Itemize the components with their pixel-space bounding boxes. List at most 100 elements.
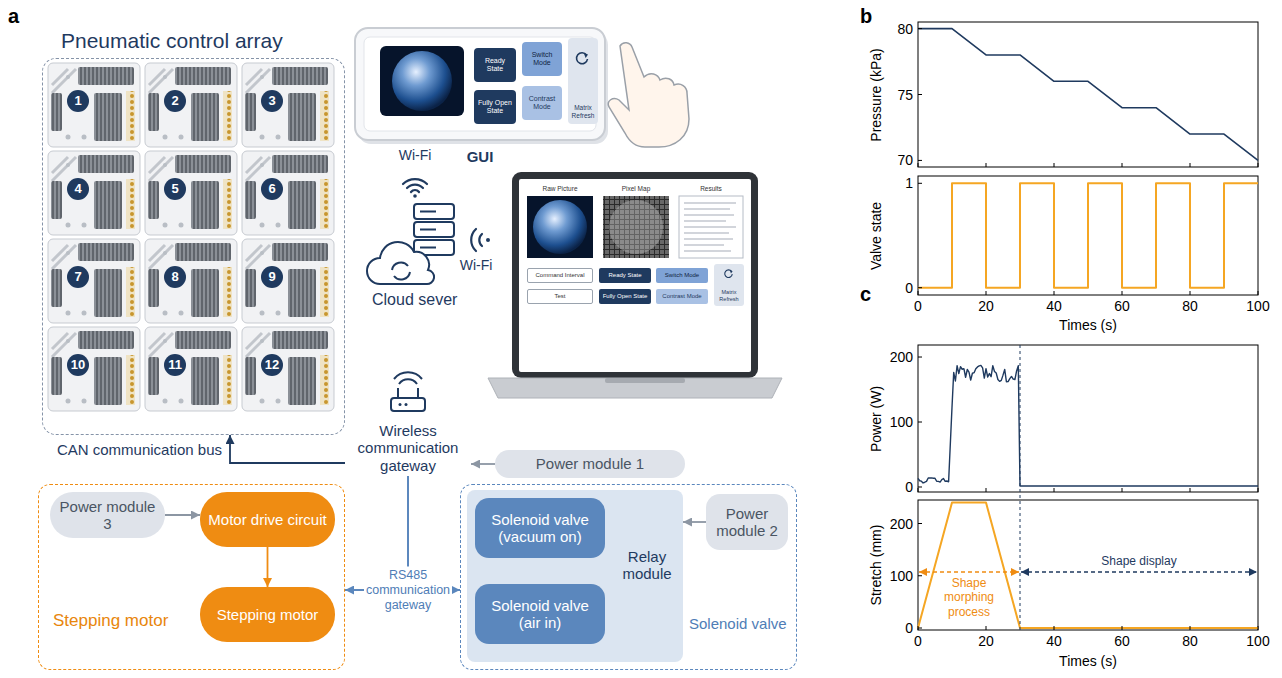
tick-mark	[918, 94, 922, 95]
node-text: Fully Open State	[603, 293, 648, 300]
module-array	[145, 239, 237, 323]
callout-number: 8	[164, 266, 186, 288]
tick-mark	[1258, 488, 1259, 492]
panel-heading: Pixel Map	[622, 185, 651, 193]
bus-label: RS485 communication gateway	[364, 567, 452, 614]
hand-icon	[608, 43, 689, 147]
callout-number: 6	[261, 178, 283, 200]
wifi-icon	[471, 229, 490, 251]
tick-mark	[918, 626, 919, 630]
laptop	[609, 200, 663, 254]
valve-pill: Solenoid valve (air in)	[475, 584, 605, 644]
chart	[918, 22, 1258, 630]
region-heading: Stepping motor	[53, 611, 203, 631]
node-text: Solenoid valve (vacuum on)	[481, 511, 599, 546]
tick-mark	[918, 291, 919, 295]
tick-label: 0	[914, 633, 922, 650]
tablet	[358, 32, 608, 144]
cloud-server-icon	[392, 262, 410, 279]
tick-mark	[1258, 626, 1259, 630]
node-text: Test	[554, 293, 565, 300]
tablet	[355, 28, 608, 144]
module-array	[48, 239, 140, 323]
dashed-region: Pneumatic control array	[42, 58, 345, 435]
tick-mark	[1054, 291, 1055, 295]
tick-mark	[1122, 163, 1123, 167]
tablet	[355, 28, 605, 140]
node-text: Fully Open State	[476, 99, 514, 115]
power-module: Power module 2	[706, 494, 788, 550]
tick-mark	[986, 626, 987, 630]
axes-frame	[918, 345, 1258, 492]
tick-mark	[986, 163, 987, 167]
wifi-icon	[403, 179, 427, 192]
gui-button: Switch Mode	[656, 268, 708, 283]
cloud-server-icon	[367, 204, 454, 284]
node-text: Motor drive circuit	[208, 511, 326, 528]
tick-label: 100	[890, 414, 913, 431]
cloud-server-icon	[420, 212, 436, 248]
tick-label: 0	[905, 479, 913, 496]
wifi-icon	[403, 179, 427, 198]
axis-title: Pressure (kPa)	[868, 48, 885, 141]
divider-line	[1020, 345, 1021, 630]
axes-frame	[918, 176, 1258, 295]
gui-button: Ready State	[474, 48, 516, 82]
tick-mark	[1258, 291, 1259, 295]
laptop	[527, 196, 593, 258]
region-heading: GUI	[355, 148, 605, 165]
tick-mark	[1122, 488, 1123, 492]
node-text: Switch Mode	[524, 51, 560, 67]
laptop	[488, 378, 782, 398]
tick-mark	[918, 163, 919, 167]
laptop	[684, 203, 736, 251]
router-icon	[394, 372, 422, 384]
wifi-label: Wi-Fi	[399, 147, 432, 164]
laptop	[605, 378, 685, 383]
process-pill: Motor drive circuit	[200, 492, 335, 547]
module-array	[145, 63, 237, 147]
wifi-label: Wi-Fi	[460, 257, 493, 274]
module-array	[242, 151, 334, 235]
router-icon	[398, 388, 418, 398]
node-text: Power module 1	[536, 455, 644, 472]
router-icon	[391, 398, 425, 411]
router-icon	[399, 403, 402, 406]
tick-label: 80	[897, 20, 913, 37]
module-array	[48, 151, 140, 235]
data-curve	[918, 183, 1258, 287]
node-text: Wireless communication gateway	[345, 422, 471, 474]
callout-number: 1	[67, 90, 89, 112]
connector-arrow	[230, 435, 345, 463]
node-text: Matrix Refresh	[715, 289, 743, 302]
tick-mark	[918, 422, 922, 423]
tick-mark	[1122, 626, 1123, 630]
callout-number: 7	[67, 266, 89, 288]
tick-label: 40	[1046, 633, 1062, 650]
tick-label: 0	[905, 279, 913, 296]
region-heading: Solenoid valve	[689, 615, 789, 632]
gui-button: Contrast Mode	[522, 86, 562, 120]
refresh-icon	[574, 50, 590, 66]
gui-button: Fully Open State	[599, 289, 651, 304]
node-text: Contrast Mode	[524, 95, 560, 111]
process-pill: Stepping motor	[200, 587, 335, 642]
tick-mark	[1054, 163, 1055, 167]
tick-label: 40	[1046, 298, 1062, 315]
node-text: Power module 2	[710, 505, 784, 540]
callout-number: 12	[261, 354, 283, 376]
laptop	[533, 200, 587, 254]
data-curve	[918, 503, 1258, 628]
gui-button: Fully Open State	[474, 90, 516, 124]
laptop	[488, 172, 782, 398]
wifi-icon	[486, 238, 490, 242]
tick-mark	[1190, 291, 1191, 295]
tick-label: 20	[978, 633, 994, 650]
connector-arrow	[165, 514, 200, 516]
laptop	[512, 172, 758, 378]
laptop	[603, 196, 669, 258]
tick-mark	[1054, 626, 1055, 630]
power-module: Power module 3	[50, 492, 165, 538]
tick-mark	[918, 486, 922, 487]
tick-mark	[918, 160, 922, 161]
